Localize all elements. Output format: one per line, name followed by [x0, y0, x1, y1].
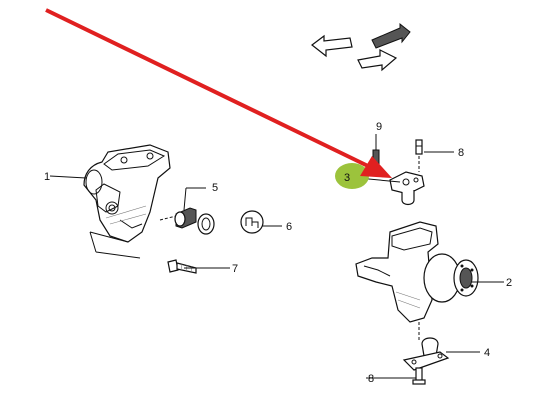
leader-lines	[49, 134, 504, 379]
part-ball-joint-upper	[389, 171, 425, 206]
part-ball-joint-lower	[402, 337, 450, 371]
callout-9: 9	[376, 121, 382, 133]
right-arrow-outline-icon	[357, 49, 398, 72]
callout-1: 1	[44, 171, 50, 183]
part-pin-upper	[415, 139, 423, 155]
right-arrow-icon	[371, 22, 411, 49]
assembly-axis-lines	[159, 156, 420, 342]
grease-nipple-symbol-icon	[240, 210, 264, 234]
callout-labels: 1 2 3 4 5 6 7 8 8 9	[44, 121, 512, 385]
direction-arrow-icons	[311, 22, 411, 72]
callout-8-upper: 8	[458, 147, 464, 159]
part-bracket	[83, 144, 171, 259]
callout-highlight	[335, 163, 369, 189]
part-bushing	[174, 207, 197, 229]
callout-3: 3	[344, 172, 350, 184]
left-arrow-icon	[311, 34, 353, 58]
callout-4: 4	[484, 347, 490, 359]
part-steering-knuckle	[355, 221, 479, 323]
part-bolt-lower	[412, 367, 426, 385]
callout-5: 5	[212, 182, 218, 194]
callout-7: 7	[232, 263, 238, 275]
part-bolt	[167, 259, 197, 274]
red-pointer-arrow	[45, 8, 392, 178]
callout-2: 2	[506, 277, 512, 289]
callout-6: 6	[286, 221, 292, 233]
part-seal-ring	[197, 213, 215, 235]
callout-8-lower: 8	[368, 373, 374, 385]
